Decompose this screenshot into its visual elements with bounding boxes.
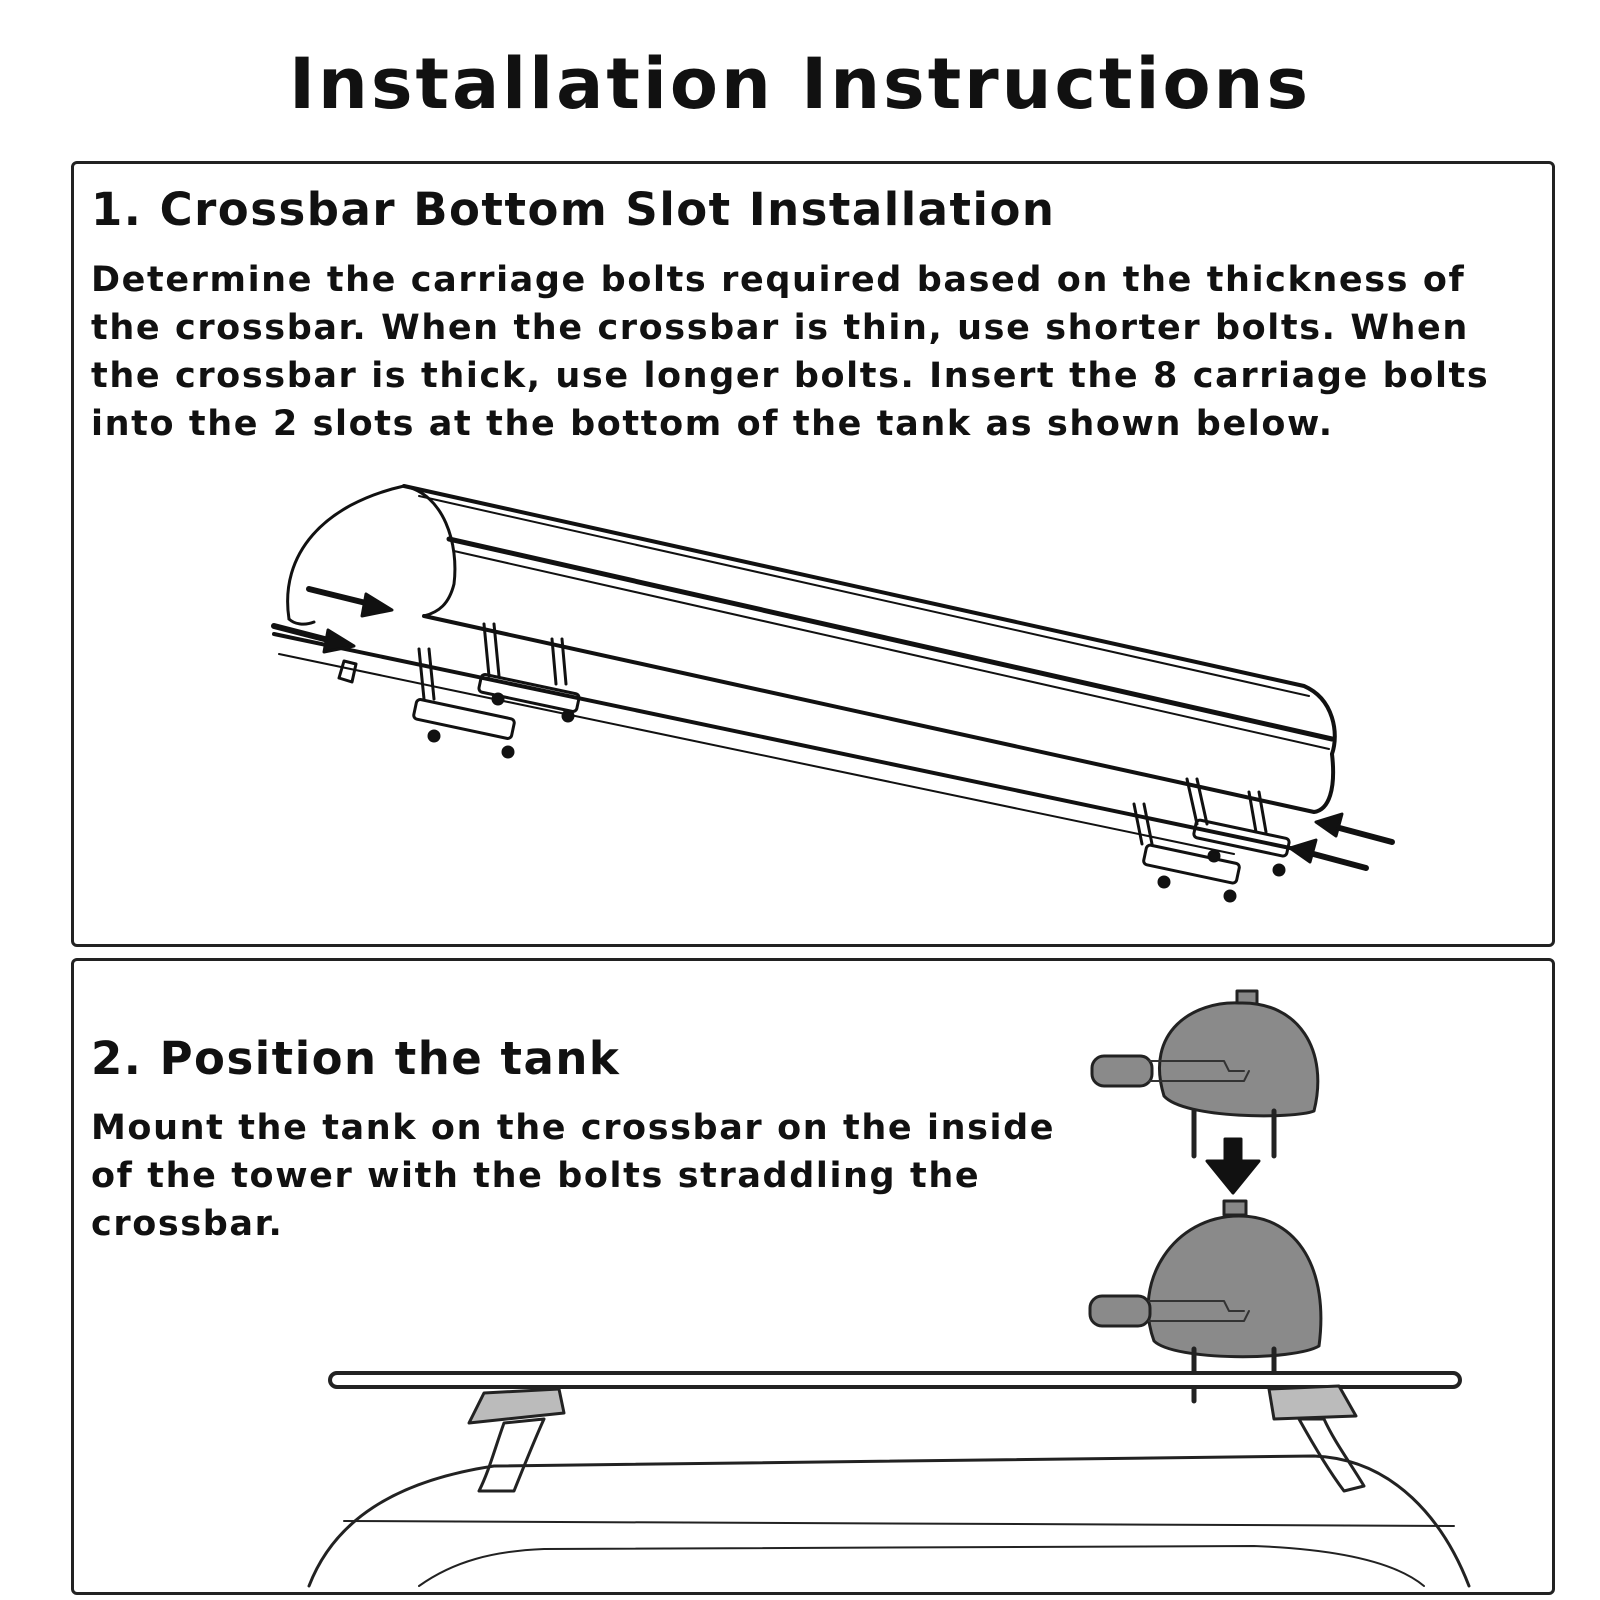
crossbar [328, 1371, 1462, 1389]
bottom-slot-rail-2 [278, 653, 1235, 855]
tank-body-top [402, 484, 1337, 756]
page-title: Installation Instructions [288, 43, 1312, 125]
tank-on-roof-crossbar-illustration [307, 989, 1471, 1588]
step-1-text: Determine the carriage bolts required ba… [91, 260, 1490, 444]
tank-side-rail [446, 536, 1335, 742]
tank-end-cap [286, 484, 457, 621]
bottom-slot-rail-1 [272, 632, 1311, 854]
right-tower [1267, 1384, 1366, 1493]
step-2-title: 2. Position the tank [91, 1032, 621, 1085]
tank-slot-bolts-illustration [271, 484, 1395, 903]
left-carriage-bolts [337, 622, 581, 759]
step-2-text: Mount the tank on the crossbar on the in… [91, 1108, 1056, 1244]
step-1-panel: 1. Crossbar Bottom Slot Installation Det… [71, 161, 1555, 947]
right-carriage-bolts [1132, 777, 1291, 903]
car-roof [307, 1454, 1471, 1588]
step-1-title: 1. Crossbar Bottom Slot Installation [91, 183, 1056, 236]
left-tower [467, 1387, 566, 1493]
insert-arrows [271, 586, 1395, 871]
step-2-panel: 2. Position the tank Mount the tank on t… [71, 958, 1555, 1595]
tank-upper-icon [1090, 989, 1320, 1159]
down-arrow [1205, 1137, 1261, 1195]
